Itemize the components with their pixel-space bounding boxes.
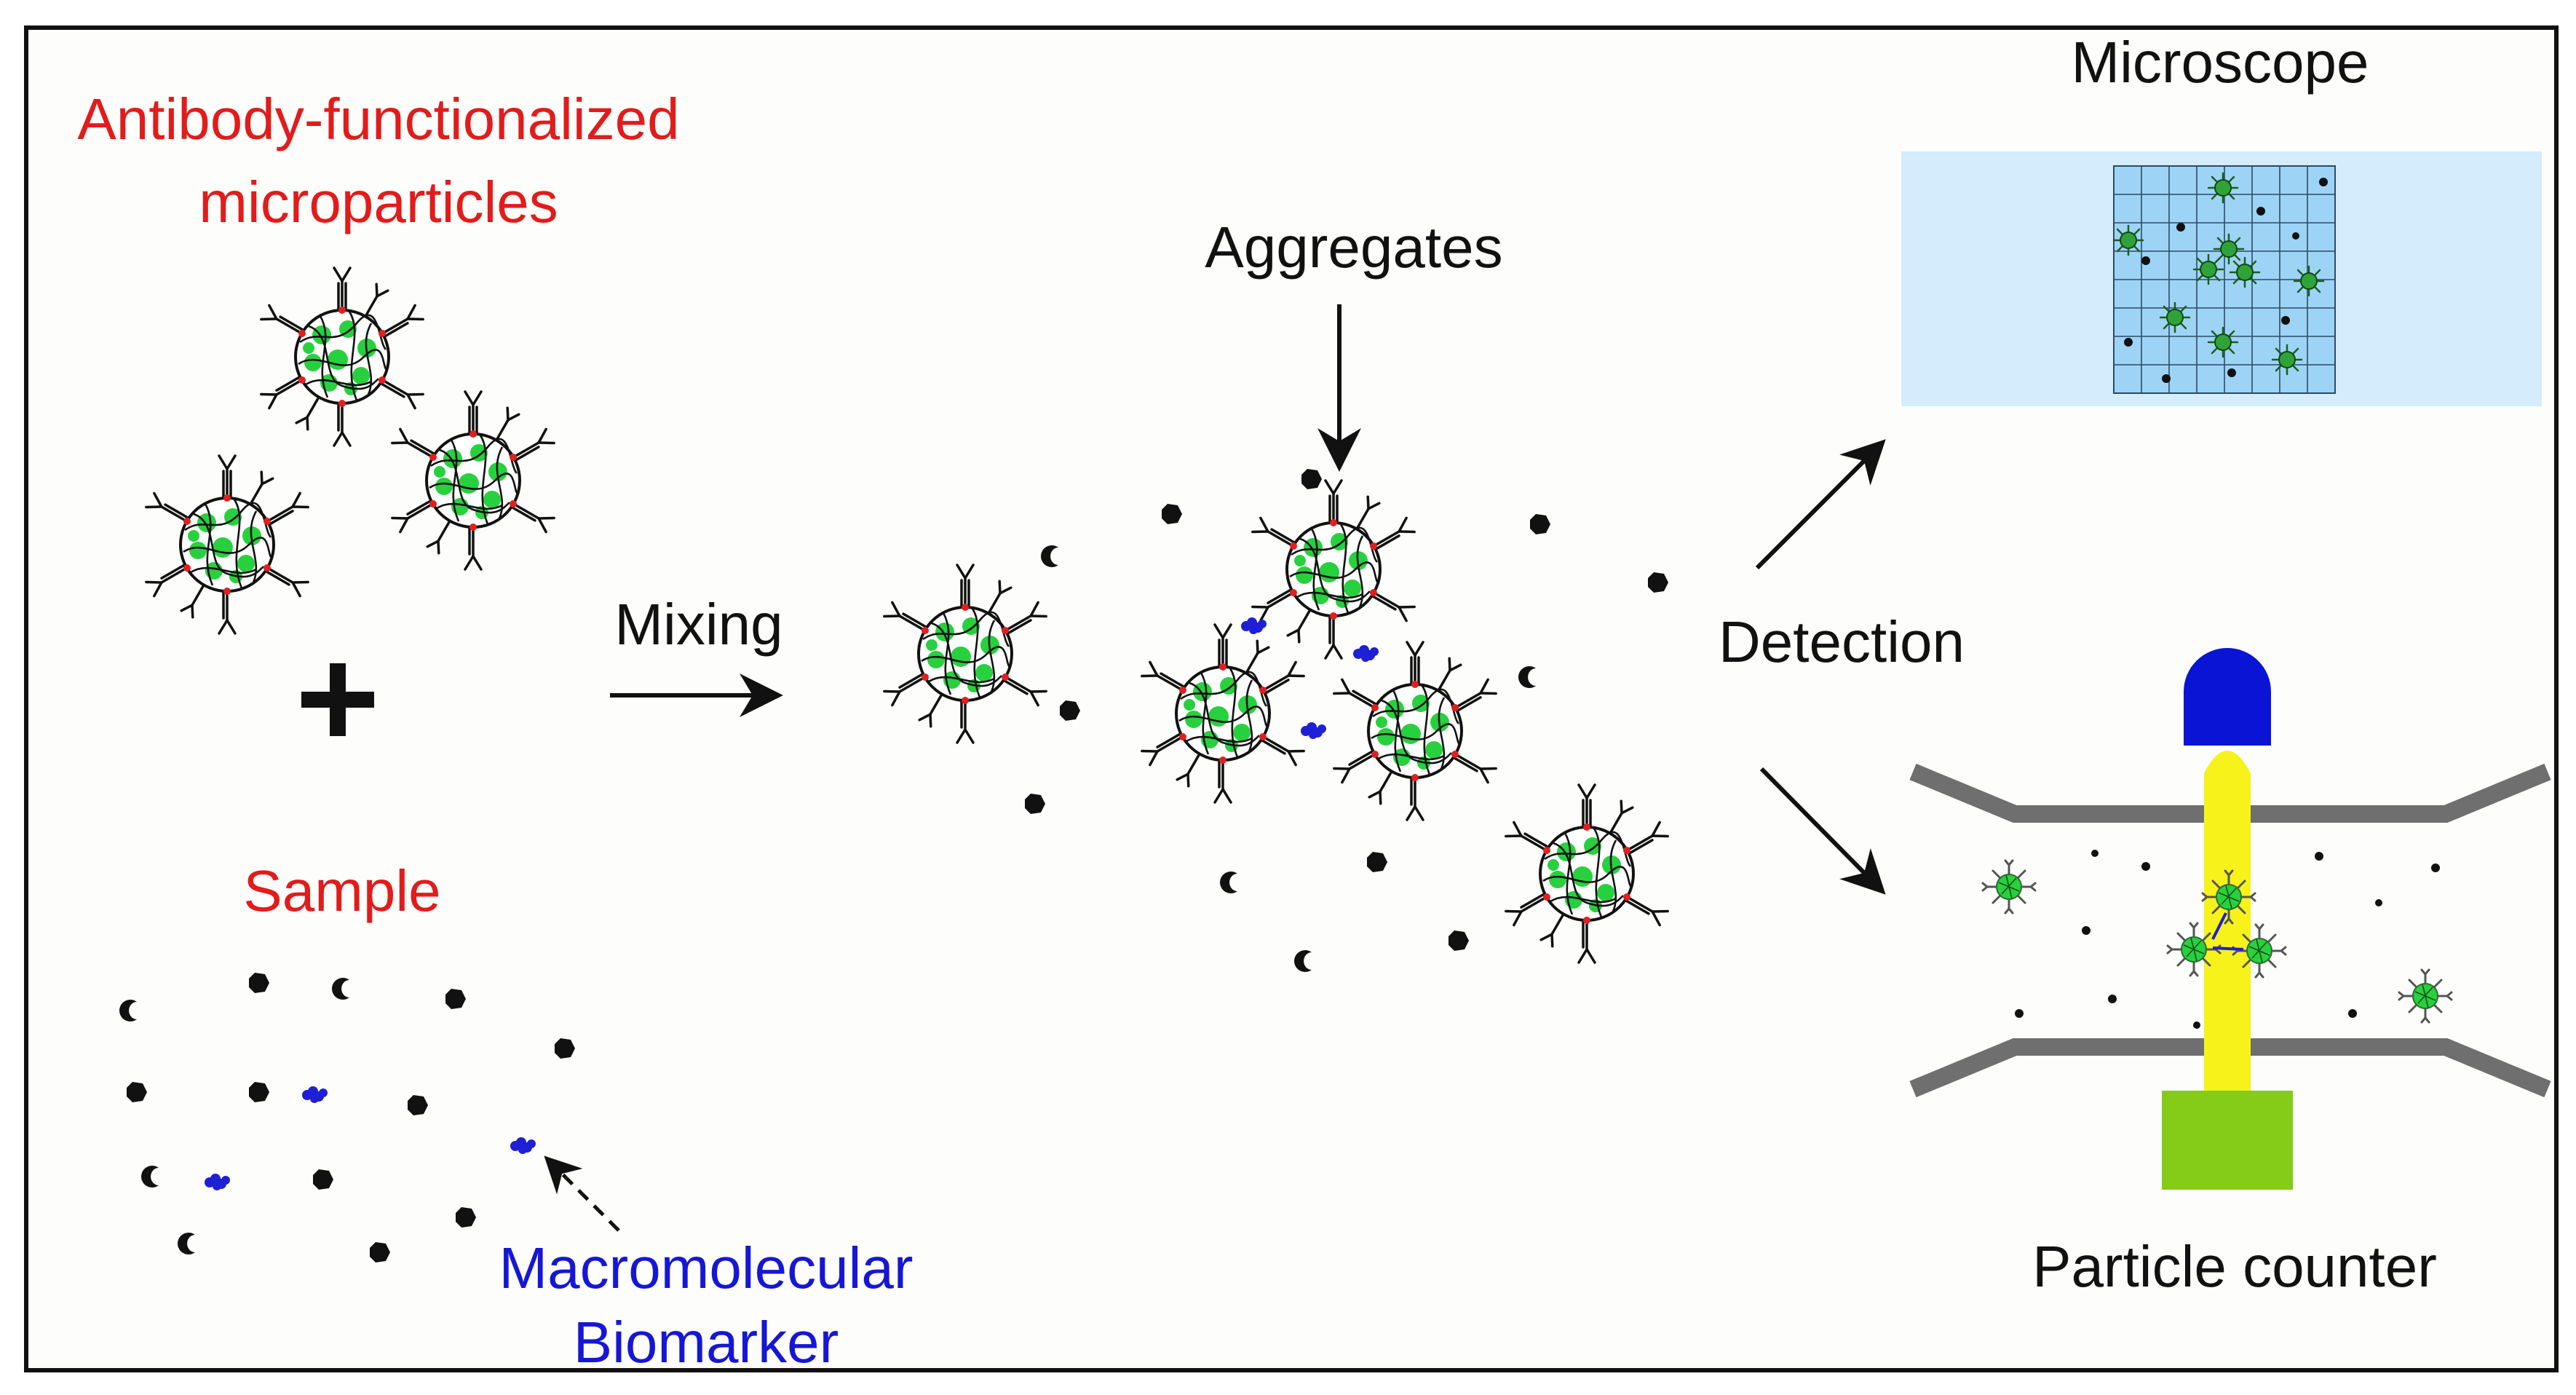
microparticles-label-line2: microparticles [199, 170, 558, 234]
detection-label: Detection [1719, 609, 1965, 674]
biomarker-label-line1: Macromolecular [499, 1236, 914, 1300]
biomarker-pointer-arrow [544, 1155, 620, 1232]
detection-arrow-up [1755, 439, 1886, 570]
microscope-label: Microscope [2071, 30, 2369, 95]
plus-sign [301, 663, 374, 736]
particle-counter [1909, 648, 2551, 1190]
mixing-label: Mixing [614, 592, 783, 657]
light-source-icon [2162, 1091, 2293, 1190]
detector-icon [2184, 648, 2271, 746]
laser-beam [2204, 751, 2251, 1104]
aggregates-label: Aggregates [1205, 215, 1503, 280]
sample-label: Sample [243, 858, 441, 923]
detection-arrow-down [1759, 767, 1886, 895]
biomarker-label-line2: Biomarker [573, 1310, 839, 1375]
microparticles-label-line1: Antibody-functionalized [77, 87, 680, 151]
microscope-view [1901, 151, 2542, 406]
particle-counter-label: Particle counter [2032, 1234, 2437, 1299]
